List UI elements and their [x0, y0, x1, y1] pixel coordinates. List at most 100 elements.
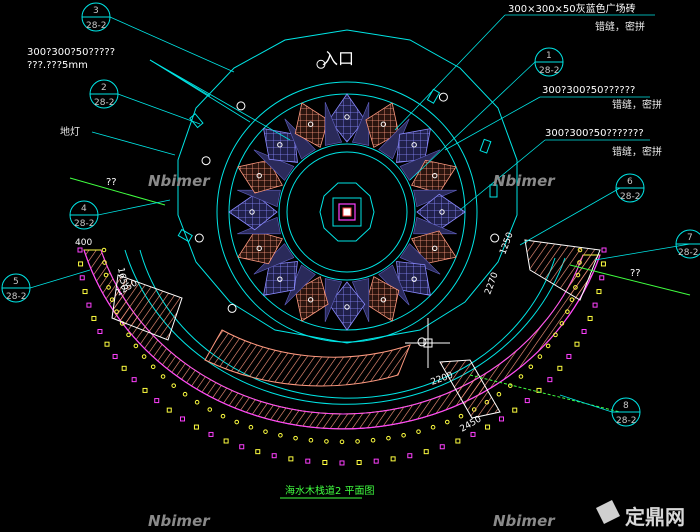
boardwalk-post: [599, 275, 605, 281]
ground-light: [490, 233, 500, 243]
detail-bubble-2: 2 28-2: [89, 79, 119, 109]
center-square-inner: [342, 207, 352, 217]
left-note-2-text: ???.???5mm: [27, 60, 88, 71]
dim-2270: 2270: [483, 271, 500, 296]
svg-text:28-2: 28-2: [616, 416, 636, 426]
railing-post: [126, 332, 131, 338]
green-guide-right: [569, 264, 691, 296]
boardwalk-post: [142, 387, 148, 393]
ring-lights: [194, 59, 500, 347]
right-note-2-sub-text: 错缝，密拼: [612, 145, 662, 158]
railing-post: [248, 424, 254, 430]
boardwalk-post: [557, 365, 563, 371]
boardwalk-post: [512, 407, 518, 413]
detail-bubbles: 3 28-2 2 28-2 4 28-2 5 28-2 1 28-2: [1, 2, 700, 427]
callouts: 300×300×50灰蓝色广场砖 错缝，密拼 300?300?50????? ?…: [27, 2, 662, 279]
petal-light: [277, 142, 283, 148]
detail-bubble-7: 7 28-2: [675, 229, 700, 259]
boardwalk-post: [581, 328, 587, 334]
railing-post: [355, 439, 360, 444]
paver-sub-text: 错缝，密拼: [595, 20, 645, 33]
railing-post: [565, 309, 570, 314]
detail-bubble-6: 6 28-2: [615, 173, 645, 203]
railing-post: [220, 413, 226, 419]
boardwalk-post: [193, 424, 199, 430]
railing-post: [386, 435, 391, 441]
petal-light: [307, 297, 314, 303]
outer-polygon-ring: [177, 29, 518, 344]
boardwalk-post: [601, 247, 607, 253]
ground-light: [227, 303, 237, 313]
paver-title-text: 300×300×50灰蓝色广场砖: [508, 2, 636, 15]
detail-bubble-3-top: 3 28-2: [81, 2, 111, 32]
boardwalk-post: [79, 275, 85, 281]
dim-400: 400: [75, 238, 92, 248]
boardwalk-post: [271, 453, 277, 459]
cad-crosshair: [405, 318, 450, 368]
left-stairs: [111, 274, 183, 341]
right-note-1-text: 300?300?50??????: [542, 85, 635, 96]
watermarks: Nbimer Nbimer Nbimer Nbimer: [148, 172, 556, 530]
railing-post: [194, 399, 200, 405]
boardwalk-post: [154, 398, 160, 404]
boardwalk-post: [322, 460, 328, 466]
green-guide-bottom: [469, 374, 621, 413]
svg-text:7: 7: [687, 233, 693, 243]
railing-post: [416, 429, 421, 434]
lower-bridge: [439, 359, 501, 419]
boardwalk-post: [180, 416, 186, 422]
center-square-outer: [332, 197, 362, 227]
petal-light: [380, 121, 387, 127]
petal-light: [256, 172, 262, 179]
svg-text:28-2: 28-2: [678, 248, 698, 258]
leader-lines: [29, 14, 691, 413]
railing-post: [278, 433, 283, 438]
boardwalk-post: [255, 449, 261, 455]
railing-post: [263, 429, 268, 434]
boardwalk-post: [305, 458, 311, 464]
boardwalk: [69, 177, 691, 466]
left-note-1-text: 300?300?50?????: [27, 47, 115, 58]
dim-1650: 1650: [115, 267, 129, 292]
svg-text:4: 4: [81, 204, 87, 214]
railing-post: [109, 297, 115, 302]
watermark-bottom-right: Nbimer: [493, 512, 556, 530]
railing-post: [339, 439, 345, 445]
detail-bubble-5: 5 28-2: [1, 273, 31, 303]
boardwalk-post: [97, 328, 103, 334]
railing-post: [507, 383, 513, 388]
ground-light-text: 地灯: [60, 125, 80, 138]
railing-post: [106, 285, 111, 290]
boardwalk-post: [208, 431, 214, 437]
svg-text:2: 2: [101, 83, 107, 93]
boardwalk-post: [470, 431, 476, 437]
railing-post: [103, 272, 109, 278]
drawing-title-text: 海水木栈道2 平面图: [285, 484, 375, 497]
railing-post: [324, 439, 329, 444]
boardwalk-post: [455, 438, 461, 444]
svg-text:28-2: 28-2: [86, 21, 106, 31]
boardwalk-post: [600, 261, 606, 267]
boardwalk-post: [112, 353, 118, 359]
boardwalk-post: [78, 261, 84, 267]
ground-light: [194, 233, 204, 243]
railing-post: [401, 433, 406, 438]
svg-text:28-2: 28-2: [74, 219, 94, 229]
svg-text:28-2: 28-2: [620, 192, 640, 202]
detail-bubble-8: 8 28-2: [611, 397, 641, 427]
railing-post: [430, 424, 436, 430]
railing-post: [293, 435, 298, 441]
railing-post: [458, 413, 464, 419]
boardwalk-post: [288, 456, 294, 462]
boardwalk-post: [547, 377, 553, 383]
watermark-mid-left: Nbimer: [148, 172, 211, 190]
railing-post: [133, 343, 139, 349]
ground-light: [438, 92, 448, 102]
railing-post: [559, 321, 565, 326]
ground-light: [236, 101, 246, 111]
ring-3: [278, 143, 416, 281]
ground-light: [417, 337, 427, 347]
ground-light: [316, 59, 326, 69]
svg-text:5: 5: [13, 277, 19, 287]
